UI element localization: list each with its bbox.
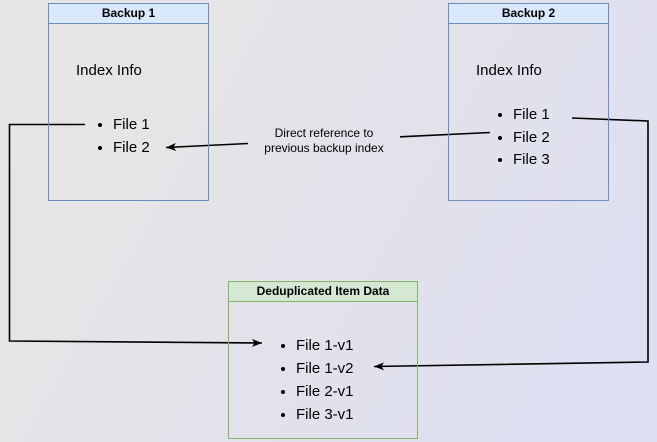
node-dedup-title: Deduplicated Item Data	[229, 282, 417, 302]
node-backup-2: Backup 2 Index Info File 1 File 2 File 3	[448, 3, 609, 201]
node-deduplicated-item-data: Deduplicated Item Data File 1-v1 File 1-…	[228, 281, 418, 439]
backup-2-file-list: File 1 File 2 File 3	[449, 104, 608, 172]
list-item-file-1: File 1	[113, 114, 208, 137]
node-backup-1-title: Backup 1	[49, 4, 208, 24]
backup-1-index-info-label: Index Info	[76, 62, 142, 79]
edge-label-line-2: previous backup index	[264, 140, 384, 155]
edge-label-line-1: Direct reference to	[274, 126, 374, 140]
list-item-file-2: File 2	[113, 137, 208, 160]
list-item-file-3: File 3	[513, 149, 608, 172]
list-item-file-1-v2: File 1-v2	[296, 357, 417, 380]
node-backup-1: Backup 1 Index Info File 1 File 2	[48, 3, 209, 201]
list-item-file-2-v1: File 2-v1	[296, 380, 417, 403]
edge-label-direct-reference: Direct reference to previous backup inde…	[238, 126, 410, 155]
dedup-file-list: File 1-v1 File 1-v2 File 2-v1 File 3-v1	[232, 334, 417, 426]
backup-1-file-list: File 1 File 2	[49, 114, 208, 159]
node-backup-2-title: Backup 2	[449, 4, 608, 24]
list-item-file-1-v1: File 1-v1	[296, 334, 417, 357]
backup-2-index-info-label: Index Info	[476, 62, 542, 79]
list-item-file-3-v1: File 3-v1	[296, 403, 417, 426]
list-item-file-1: File 1	[513, 104, 608, 127]
list-item-file-2: File 2	[513, 127, 608, 150]
